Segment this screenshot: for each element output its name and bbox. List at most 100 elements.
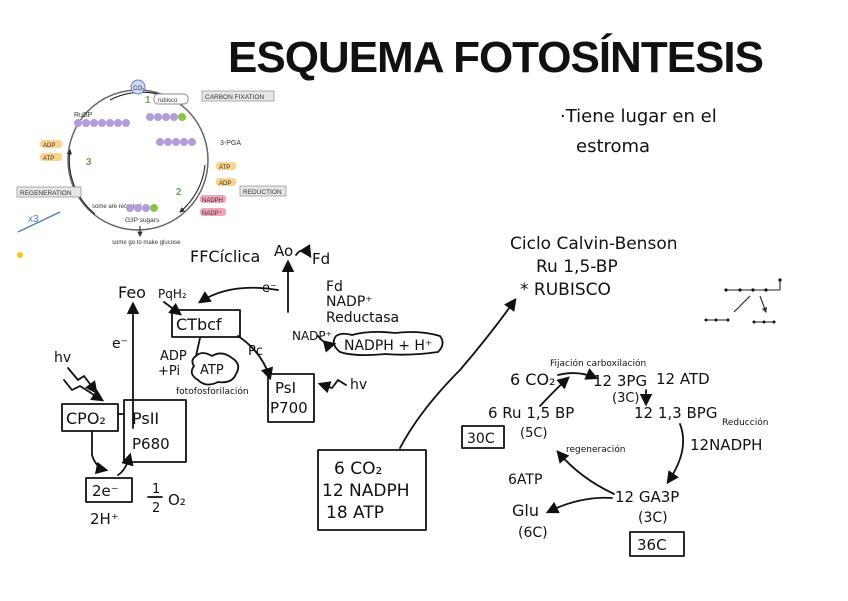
fd-reductasa-line1: Fd [326, 279, 343, 295]
cyclic-return-arrow [197, 286, 279, 304]
calvin-rubisco-title: * RUBISCO [520, 280, 611, 300]
pqh2-ctbcf-arrow [163, 301, 183, 316]
note-line-2: estroma [576, 136, 650, 157]
calvin-3pg-3c: (3C) [612, 391, 640, 406]
p700-label: P700 [270, 399, 308, 417]
psii-label: PsII [132, 409, 159, 428]
atp-left-badge [40, 153, 62, 161]
ctbcf-atp-line [195, 337, 201, 357]
fd-reductasa-line3: Reductasa [326, 310, 399, 326]
co2-label: CO₂ [133, 86, 145, 92]
psi-box [267, 373, 315, 423]
atp-left-label: ATP [43, 156, 54, 162]
carbon-fixation-label: CARBON FIXATION [205, 94, 264, 101]
rubp-fixation-arrow [539, 376, 570, 407]
regeneration-box [16, 186, 82, 198]
nadp-plus-label: NADP⁺ [292, 329, 332, 343]
rubisco-label: rubisco [158, 98, 178, 104]
atp-right-label: ATP [219, 165, 230, 171]
calvin-ga3p: 12 GA3P [615, 488, 679, 506]
atp-right-badge [216, 162, 236, 170]
ffc-ciclica-label: FFCíclica [190, 247, 260, 266]
adp-left-label: ADP [43, 143, 55, 149]
cpo2-2e-arrow [91, 431, 109, 475]
nadp-to-nadph-arrow [317, 335, 337, 353]
nadph-label: NADPH [202, 198, 223, 204]
calvin-atd: 12 ATD [656, 370, 710, 388]
adp-right-badge [216, 178, 236, 186]
box-30c [461, 425, 505, 449]
fd-top-label: Fd [312, 250, 330, 268]
psii-box [123, 399, 187, 463]
adp-right-label: ADP [219, 181, 231, 187]
calvin-cycle: Ciclo Calvin-Benson Ru 1,5-BP * RUBISCO … [461, 234, 782, 557]
calvin-glucose: Glu [512, 501, 539, 520]
calvin-6atp: 6ATP [508, 472, 542, 488]
step-2-label: 2 [176, 187, 182, 198]
calvin-rubp-5c: (5C) [520, 426, 548, 441]
nadp-badge [200, 208, 226, 216]
sun-dot [17, 252, 23, 258]
ctbcf-box [171, 309, 241, 338]
summary-atp: 18 ATP [326, 503, 384, 523]
calvin-co2: 6 CO₂ [510, 370, 555, 389]
step-3-label: 3 [86, 157, 92, 168]
label-30c: 30C [467, 431, 495, 447]
calvin-3pg: 12 3PG [593, 372, 647, 390]
summary-co2: 6 CO₂ [334, 459, 382, 479]
rubisco-badge [153, 93, 189, 105]
fotofosforilacion-label: fotofosforilación [176, 386, 249, 397]
pga-label: 3-PGA [220, 140, 241, 147]
adp-label: ADP [160, 349, 187, 364]
pga-molecules [146, 113, 196, 146]
calvin-13bpg: 12 1,3 BPG [634, 404, 717, 422]
summary-box-border [317, 449, 427, 531]
summary-nadph: 12 NADPH [322, 481, 410, 501]
half-o2-denominator: 2 [152, 501, 160, 516]
hv-left-arrow-2 [63, 379, 105, 402]
ctbcf-label: CTbcf [176, 315, 222, 334]
calvin-cycle-figure: CO₂ 1 rubisco CARBON FIXATION RuBP 3-PGA… [16, 79, 287, 258]
step-1-label: 1 [145, 95, 151, 106]
nadp-label: NADP⁺ [202, 210, 222, 217]
half-o2-numerator: 1 [152, 482, 160, 497]
cpo2-box [61, 403, 119, 432]
nadph-badge [200, 195, 226, 203]
page-title: ESQUEMA FOTOSÍNTESIS [228, 32, 763, 82]
carbon-fixation-box [201, 90, 275, 102]
x3-label: x3 [28, 214, 39, 225]
13bpg-ga3p-arrow [666, 423, 685, 485]
label-36c: 36C [637, 536, 667, 554]
calvin-rubp-title: Ru 1,5-BP [536, 257, 618, 277]
pi-label: +Pi [158, 364, 180, 379]
atp-cloud [190, 352, 240, 386]
adp-left-badge [40, 140, 62, 148]
rubp-label: RuBP [74, 112, 93, 119]
note-line-1: ·Tiene lugar en el [560, 106, 717, 127]
calvin-title: Ciclo Calvin-Benson [510, 234, 678, 254]
o2-label: O₂ [168, 491, 186, 509]
some-go-glucose-label: some go to make glucose [112, 240, 181, 246]
2e-psii-arrow [117, 452, 134, 476]
reduction-box [239, 185, 287, 197]
hv-left-label: hv [54, 350, 71, 366]
some-recycled-label: some are recycled [92, 204, 141, 210]
calvin-ga3p-3c: (3C) [638, 510, 668, 526]
hv-right-arrow [317, 379, 347, 394]
fijacion-label: Fijación carboxilación [550, 358, 646, 369]
e-minus-cyclic-label: e⁻ [262, 281, 277, 296]
g3p-label: G3P sugars [125, 217, 160, 224]
cpo2-label: CPO₂ [66, 409, 106, 428]
regeneracion-label: regeneración [566, 444, 625, 455]
calvin-nadph: 12NADPH [690, 436, 762, 454]
calvin-rubp: 6 Ru 1,5 BP [488, 404, 574, 422]
cycle-arrow-reduction [179, 164, 206, 213]
two-e-label: 2e⁻ [92, 482, 119, 500]
pqh2-label: PqH₂ [158, 287, 187, 301]
molecule-sketch [704, 278, 782, 324]
nadph-h-label: NADPH + H⁺ [344, 338, 432, 354]
reduction-label: REDUCTION [243, 189, 282, 196]
regeneration-label: REGENERATION [20, 190, 72, 197]
